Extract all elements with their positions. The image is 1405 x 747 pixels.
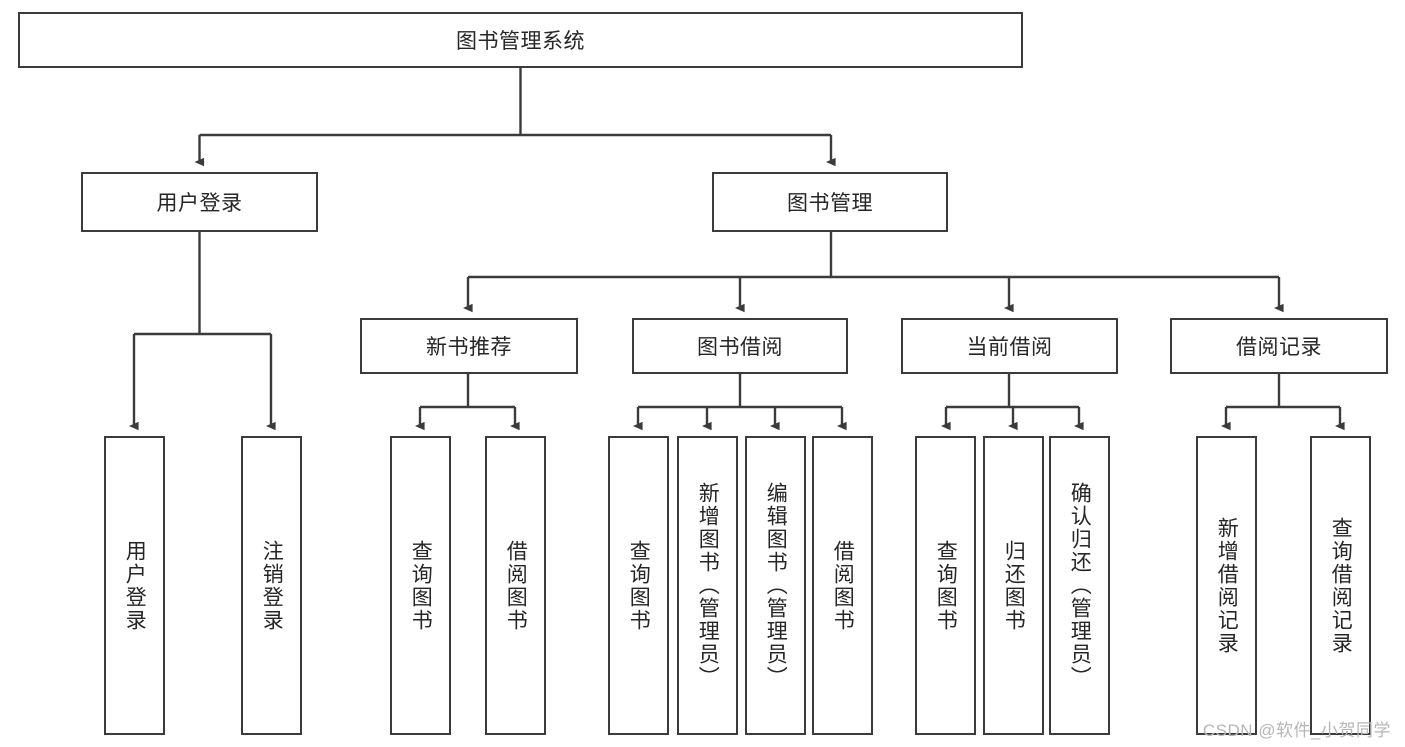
node-borrow-record[interactable]: 借阅记录: [1170, 318, 1388, 374]
node-leaf-user-login[interactable]: 用户登录: [104, 436, 165, 735]
node-leaf-add-record[interactable]: 新增借阅记录: [1196, 436, 1257, 735]
node-book-manage-label: 图书管理: [787, 192, 873, 215]
node-leaf-query-book-1[interactable]: 查询图书: [390, 436, 451, 735]
node-borrow-record-label: 借阅记录: [1236, 336, 1322, 359]
watermark: CSDN @软件_小贺同学: [1202, 721, 1391, 740]
node-book-borrow[interactable]: 图书借阅: [632, 318, 848, 374]
node-leaf-logout-login-label: 注销登录: [260, 539, 284, 632]
node-new-book-rec-label: 新书推荐: [426, 336, 512, 359]
node-leaf-query-book-2[interactable]: 查询图书: [608, 436, 669, 735]
node-leaf-borrow-book-1[interactable]: 借阅图书: [485, 436, 546, 735]
node-leaf-logout-login[interactable]: 注销登录: [241, 436, 302, 735]
node-leaf-return-book[interactable]: 归还图书: [983, 436, 1044, 735]
node-leaf-edit-book[interactable]: 编辑图书（管理员）: [745, 436, 806, 735]
node-user-login-label: 用户登录: [156, 192, 243, 215]
node-book-borrow-label: 图书借阅: [697, 336, 783, 359]
node-leaf-query-record-label: 查询借阅记录: [1329, 516, 1353, 655]
node-leaf-add-record-label: 新增借阅记录: [1215, 516, 1239, 655]
node-leaf-query-book-2-label: 查询图书: [627, 539, 651, 632]
node-root-label: 图书管理系统: [456, 30, 585, 53]
node-current-borrow[interactable]: 当前借阅: [901, 318, 1118, 374]
node-leaf-query-record[interactable]: 查询借阅记录: [1310, 436, 1371, 735]
node-book-manage[interactable]: 图书管理: [712, 172, 948, 232]
node-leaf-edit-book-label: 编辑图书（管理员）: [764, 482, 788, 689]
node-user-login[interactable]: 用户登录: [81, 172, 318, 232]
node-leaf-query-book-3-label: 查询图书: [934, 539, 958, 632]
node-leaf-query-book-1-label: 查询图书: [409, 539, 433, 632]
node-leaf-add-book[interactable]: 新增图书（管理员）: [677, 436, 738, 735]
node-leaf-user-login-label: 用户登录: [123, 539, 147, 632]
node-leaf-query-book-3[interactable]: 查询图书: [915, 436, 976, 735]
node-leaf-borrow-book-2-label: 借阅图书: [831, 539, 855, 632]
node-leaf-confirm-return[interactable]: 确认归还（管理员）: [1049, 436, 1110, 735]
node-leaf-confirm-return-label: 确认归还（管理员）: [1068, 482, 1092, 689]
node-new-book-rec[interactable]: 新书推荐: [360, 318, 578, 374]
node-leaf-borrow-book-1-label: 借阅图书: [504, 539, 528, 632]
node-leaf-add-book-label: 新增图书（管理员）: [696, 482, 720, 689]
node-root[interactable]: 图书管理系统: [18, 12, 1023, 68]
node-leaf-return-book-label: 归还图书: [1002, 539, 1026, 632]
node-current-borrow-label: 当前借阅: [966, 336, 1053, 359]
node-leaf-borrow-book-2[interactable]: 借阅图书: [812, 436, 873, 735]
